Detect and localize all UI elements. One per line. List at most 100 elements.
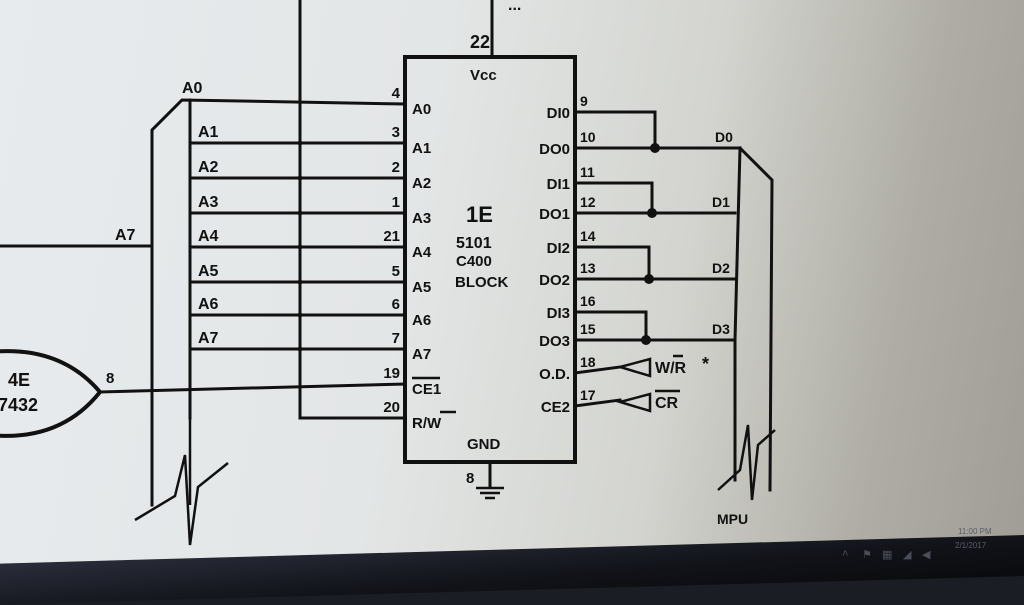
chip-block: C400 [456, 253, 492, 270]
junction [297, 175, 303, 181]
right-pin-label: DO3 [539, 333, 570, 350]
mpu-label-right: MPU [717, 511, 748, 527]
input-arrow-icon [615, 392, 652, 413]
vcc-label: Vcc [470, 67, 497, 84]
left-pin-label: A2 [412, 175, 431, 192]
right-pin-number: 9 [580, 93, 588, 109]
junction [297, 244, 303, 250]
junction [297, 210, 303, 216]
input-arrow-icon [615, 357, 652, 378]
left-pin-label: CE1 [412, 381, 441, 398]
left-pin-number: 2 [392, 159, 400, 176]
wr-note: * [702, 354, 709, 374]
clock-time[interactable]: 11:00 PM [958, 527, 992, 536]
right-pin-label: DI0 [547, 105, 570, 122]
data-line-label: D1 [712, 194, 730, 210]
left-pin-number: 19 [383, 365, 400, 382]
right-pin-number: 14 [580, 228, 596, 244]
data-line-label: D0 [715, 129, 733, 145]
right-pin-label: DI1 [547, 176, 570, 193]
right-pin-number: 16 [580, 293, 596, 309]
left-pin-number: 20 [383, 399, 400, 416]
chip-part: 5101 [456, 235, 492, 252]
junction-dot [644, 274, 654, 284]
address-label: A3 [198, 194, 219, 211]
volume-icon[interactable]: ◀ [922, 549, 931, 561]
wifi-icon[interactable]: ◢ [903, 549, 912, 561]
junction-dot [650, 143, 660, 153]
chip-ref: 1E [466, 202, 493, 227]
address-bus-outer [150, 98, 407, 507]
junction [297, 346, 303, 352]
bus-break-icon-right [717, 424, 776, 501]
right-pin-number: 15 [580, 321, 596, 337]
gate-output-pin: 8 [106, 370, 114, 387]
gate-output-wire [98, 382, 407, 394]
left-pin-number: 21 [383, 228, 400, 245]
left-pin-label: R/W [412, 415, 442, 432]
left-pin-label: A0 [412, 101, 431, 118]
external-a7-label: A7 [115, 227, 136, 244]
top-fragment-text: ... [508, 0, 521, 14]
left-pin-label: A5 [412, 279, 431, 296]
right-pin-label: DI2 [547, 240, 570, 257]
left-pin-number: 4 [392, 85, 401, 102]
left-pin-number: 1 [392, 194, 400, 211]
left-pin-label: A3 [412, 210, 431, 227]
left-pin-label: A1 [412, 140, 431, 157]
right-pin-label: CE2 [541, 399, 570, 416]
chevron-up-icon[interactable]: ˄ [842, 548, 849, 560]
addr-label-A0: A0 [182, 80, 203, 97]
right-pin-number: 11 [580, 164, 595, 180]
left-pin-number: 6 [392, 296, 400, 313]
gate-part: 7432 [0, 395, 38, 415]
junction [297, 140, 303, 146]
junction [297, 279, 303, 285]
cr-label: CR [655, 395, 679, 412]
junction [297, 312, 303, 318]
clock-date[interactable]: 2/1/2017 [955, 541, 987, 550]
keyboard-icon[interactable]: ▦ [882, 549, 893, 561]
right-pin-number: 12 [580, 194, 596, 210]
chip-block-label: BLOCK [455, 274, 508, 291]
vcc-pin-number: 22 [470, 32, 490, 52]
wr-label: W/R [655, 360, 687, 377]
right-pin-number: 10 [580, 129, 596, 145]
right-pin-label: DO1 [539, 206, 570, 223]
left-pin-number: 3 [392, 124, 400, 141]
left-pin-label: A4 [412, 244, 432, 261]
data-bus-outer [737, 145, 774, 492]
junction-dot [647, 208, 657, 218]
left-pin-label: A6 [412, 312, 431, 329]
right-pin-number: 18 [580, 354, 596, 370]
right-pin-number: 17 [580, 387, 596, 403]
or-gate-symbol [0, 349, 103, 438]
control-wire [573, 398, 622, 408]
address-label: A6 [198, 296, 219, 313]
left-pin-label: A7 [412, 346, 431, 363]
left-pin-number: 7 [392, 330, 400, 347]
right-pin-label: O.D. [539, 366, 570, 383]
right-pin-label: DO2 [539, 272, 570, 289]
data-line-label: D2 [712, 260, 730, 276]
junction-dot [641, 335, 651, 345]
address-label: A4 [198, 228, 219, 245]
address-label: A2 [198, 159, 219, 176]
right-pin-number: 13 [580, 260, 596, 276]
right-pin-label: DI3 [547, 305, 570, 322]
bus-break-icon [134, 454, 229, 546]
address-label: A5 [198, 263, 219, 280]
flag-icon[interactable]: ⚑ [862, 549, 872, 561]
gnd-pin-number: 8 [466, 470, 474, 487]
right-pin-label: DO0 [539, 141, 570, 158]
address-label: A7 [198, 330, 219, 347]
control-wire [573, 365, 622, 375]
address-label: A1 [198, 124, 219, 141]
data-line-label: D3 [712, 321, 730, 337]
gate-ref: 4E [8, 370, 30, 390]
schematic-diagram: ... 22 Vcc GND 8 1E 5101 C400 BLOCK 4A03… [0, 0, 776, 576]
